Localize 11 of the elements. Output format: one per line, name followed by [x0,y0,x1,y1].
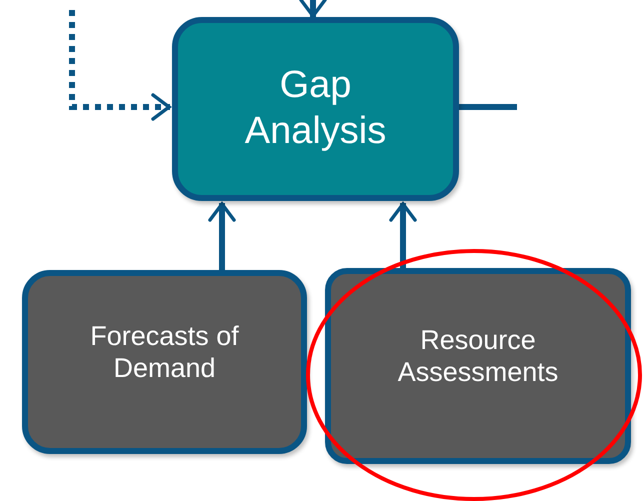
process-box [325,268,631,464]
connector-line [459,104,517,110]
arrow [208,202,236,270]
arrow [69,10,171,121]
node-label: Gap Analysis [244,63,388,154]
node-label: Forecasts of Demand [89,320,240,384]
process-box [172,17,459,201]
process-box [22,270,307,454]
arrow [299,0,327,18]
node-label: Resource Assessments [396,324,560,388]
arrow [389,202,417,268]
